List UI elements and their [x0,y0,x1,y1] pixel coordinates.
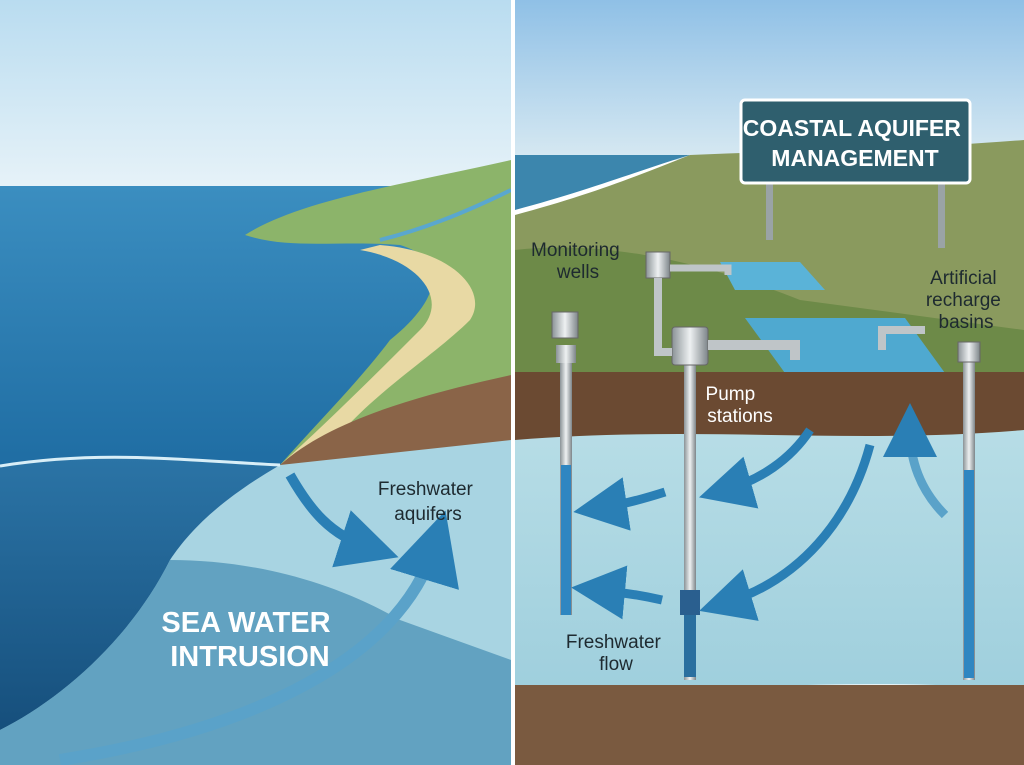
bedrock [515,685,1024,765]
freshwater-flow-label: Freshwater flow [566,632,666,675]
flow-arrow [285,472,399,568]
intrusion-arrow [59,510,459,765]
sea-water-intrusion-label: SEA WATER INTRUSION [161,607,338,673]
svg-text:COASTAL AQUIFER MANAGE: COASTAL AQUIFER MANAGEMENT [743,115,967,171]
pump-stations-label: Pump stations [706,384,773,427]
left-panel-sea-intrusion: Freshwater aquifers SEA WATER INTRUSION [0,0,512,765]
right-panel-aquifer-management: COASTAL AQUIFER MANAGEMENT [515,0,1024,765]
monitoring-wells-label: Monitoring wells [531,240,625,283]
coastal-land [245,160,511,465]
artificial-recharge-basins-label: Artificial recharge basins [926,268,1006,333]
monitoring-well-right [878,326,981,680]
sky [0,0,511,186]
river [379,188,512,242]
cliff-soil [280,375,511,468]
panel-divider [511,0,515,765]
intrusion-zone [0,560,511,765]
ocean [515,155,690,210]
soil-layer [515,372,1024,442]
flow-arrows [571,403,949,621]
seawater-wedge [0,457,280,730]
pump-station [645,251,800,680]
freshwater-aquifers-label: Freshwater aquifers [378,479,478,525]
recharge-basin-upper [720,262,825,290]
coastal-aquifer-sign: COASTAL AQUIFER MANAGEMENT [739,98,972,248]
monitoring-well-left [551,311,579,615]
